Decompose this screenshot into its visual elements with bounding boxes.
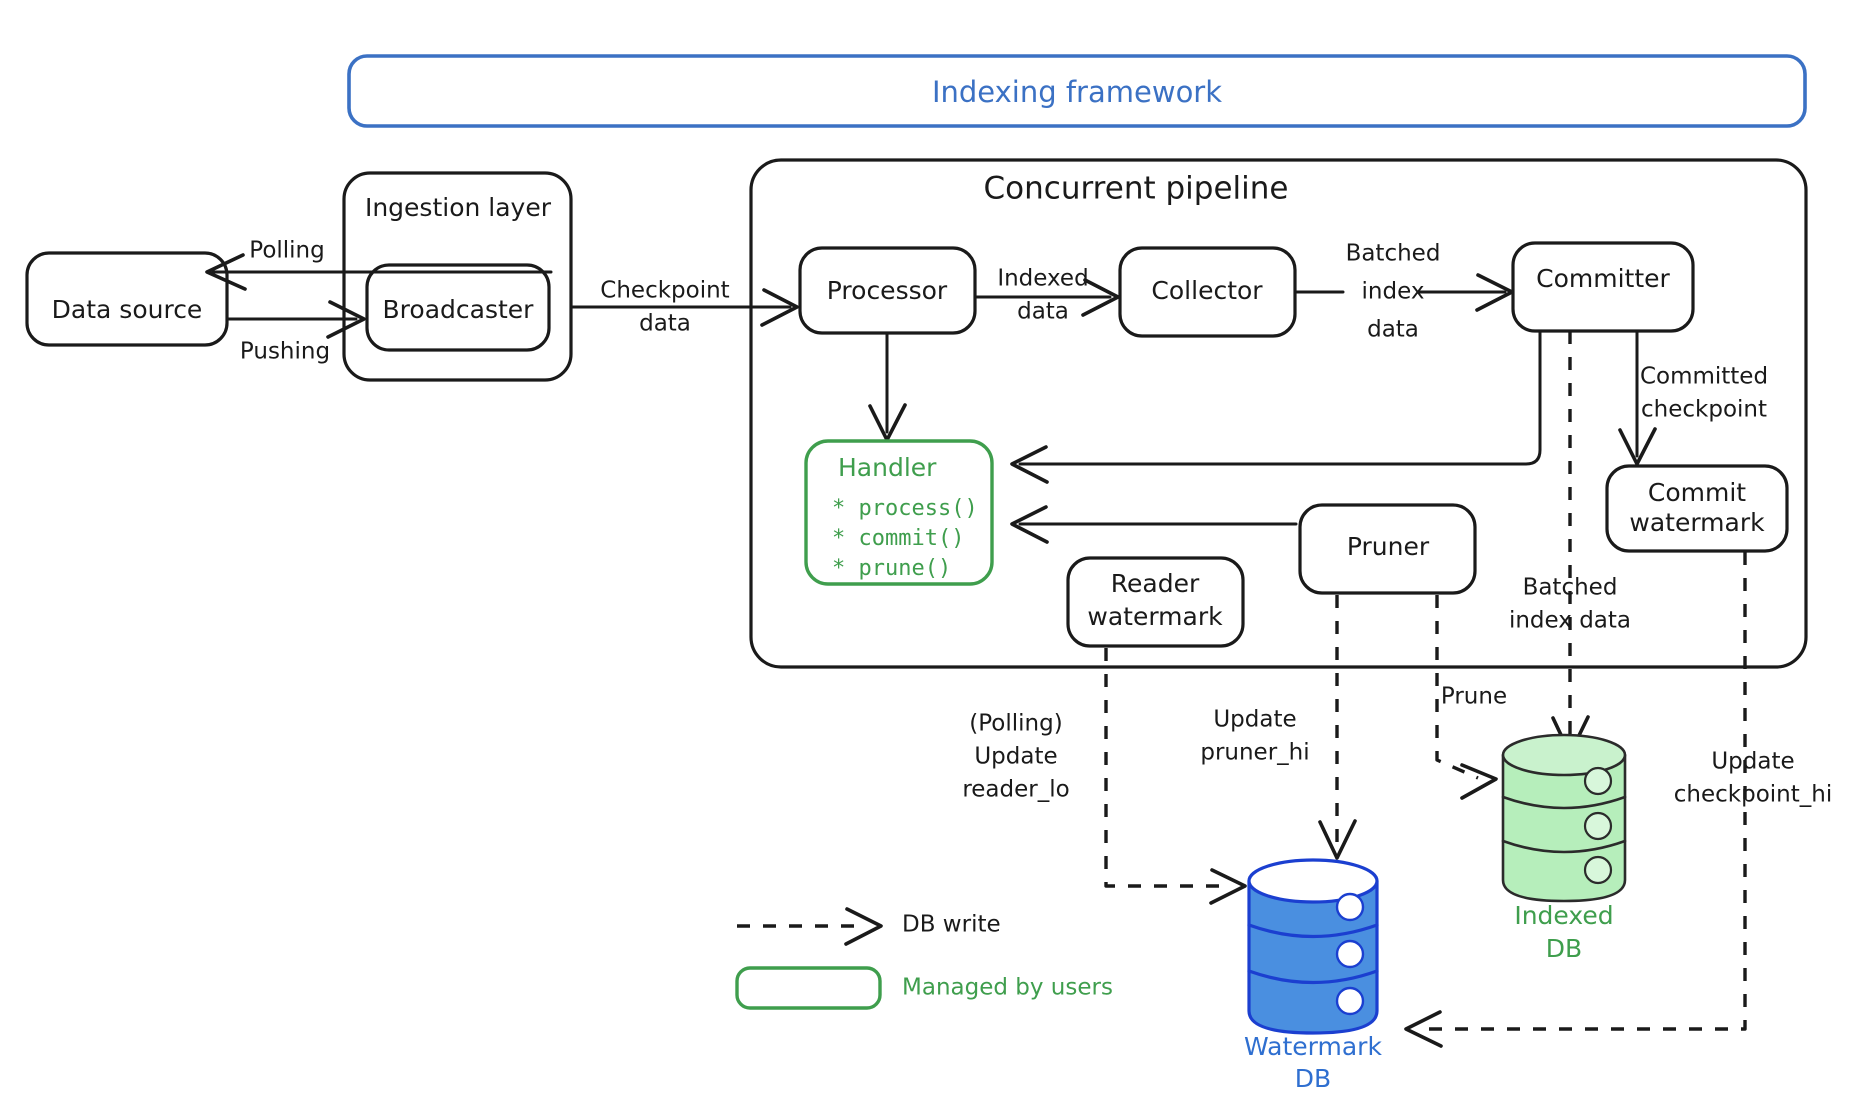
edge-label-indexed-1: Indexed — [997, 266, 1088, 292]
watermark-db-dot-1 — [1335, 892, 1365, 922]
edge-label-update-pruner-1: Update — [1213, 707, 1296, 733]
edge-label-batched-index-data-1: Batched — [1523, 575, 1618, 601]
node-collector[interactable]: Collector — [1118, 246, 1297, 338]
indexed-db-label-2: DB — [1546, 934, 1582, 963]
edge-label-batched-1: Batched — [1346, 241, 1441, 267]
edge-label-update-checkpoint-2: checkpoint_hi — [1674, 782, 1832, 808]
edge-label-checkpoint-1: Checkpoint — [600, 278, 729, 304]
commit-watermark-label-1: Commit — [1648, 478, 1746, 507]
reader-watermark-box[interactable] — [1066, 556, 1245, 648]
node-processor[interactable]: Processor — [798, 246, 977, 335]
edge-reader-lo-write: (Polling) Update reader_lo — [962, 648, 1247, 905]
edge-label-committed-1: Committed — [1640, 364, 1768, 390]
broadcaster-label: Broadcaster — [383, 295, 535, 324]
watermark-db-label-1: Watermark — [1244, 1032, 1382, 1061]
handler-box[interactable] — [804, 439, 994, 586]
handler-method-process: * process() — [832, 496, 978, 521]
broadcaster-box[interactable] — [365, 263, 551, 352]
edge-indexed-data: Indexed data — [974, 266, 1120, 325]
legend-managed-row: Managed by users — [735, 966, 1113, 1010]
node-broadcaster[interactable]: Broadcaster — [365, 263, 551, 352]
edge-label-indexed-2: data — [1017, 299, 1069, 325]
edge-label-polling-update-3: reader_lo — [962, 777, 1069, 803]
legend: DB write Managed by users — [735, 907, 1113, 1010]
edge-prune-write: Prune — [1435, 595, 1507, 800]
handler-method-commit: * commit() — [832, 526, 964, 551]
edge-label-polling: Polling — [249, 238, 324, 264]
edge-batched-index-data-to-db: Batched index data — [1509, 331, 1631, 756]
ingestion-layer-box — [342, 171, 573, 382]
indexed-db-dot-1 — [1583, 766, 1613, 796]
indexing-framework-label: Indexing framework — [932, 75, 1222, 109]
processor-label: Processor — [827, 276, 948, 305]
indexed-db-dot-2 — [1583, 811, 1613, 841]
indexing-framework-box — [347, 54, 1807, 128]
edge-checkpoint-hi-write: Update checkpoint_hi — [1404, 552, 1832, 1048]
data-source-box[interactable] — [25, 251, 229, 347]
edge-label-polling-update-2: Update — [974, 744, 1057, 770]
pruner-label: Pruner — [1347, 532, 1430, 561]
indexed-db-top — [1501, 733, 1627, 777]
edge-processor-to-handler — [868, 332, 907, 442]
edge-label-batched-index-data-2: index data — [1509, 608, 1631, 634]
legend-managed-label: Managed by users — [902, 975, 1113, 1001]
edge-committed-checkpoint: Committed checkpoint — [1618, 329, 1768, 466]
edge-label-update-checkpoint-1: Update — [1711, 749, 1794, 775]
edge-polling: Polling — [205, 238, 553, 291]
edge-label-committed-2: checkpoint — [1641, 397, 1767, 423]
collector-label: Collector — [1151, 276, 1263, 305]
edge-label-checkpoint-2: data — [639, 311, 691, 337]
edge-pruner-hi-write: Update pruner_hi — [1200, 595, 1357, 860]
committer-label: Committer — [1536, 264, 1670, 293]
node-reader-watermark[interactable]: Reader watermark — [1066, 556, 1245, 648]
watermark-db-dot-2 — [1335, 939, 1365, 969]
node-handler[interactable]: Handler * process() * commit() * prune() — [804, 439, 994, 586]
edge-checkpoint-data: Checkpoint data — [569, 278, 799, 337]
edge-pushing: Pushing — [225, 300, 366, 365]
node-pruner[interactable]: Pruner — [1298, 503, 1477, 595]
handler-method-prune: * prune() — [832, 556, 951, 581]
indexed-db-label-1: Indexed — [1514, 901, 1613, 930]
edge-label-batched-2: index — [1362, 279, 1425, 305]
legend-managed-swatch — [735, 966, 882, 1010]
ingestion-layer-label: Ingestion layer — [365, 193, 552, 222]
edge-pruner-to-handler — [1010, 505, 1298, 544]
concurrent-pipeline-group: Concurrent pipeline — [749, 158, 1808, 669]
node-commit-watermark[interactable]: Commit watermark — [1605, 464, 1789, 553]
concurrent-pipeline-label: Concurrent pipeline — [984, 171, 1289, 207]
database-indexed-db[interactable]: Indexed DB — [1501, 733, 1627, 963]
watermark-db-label-2: DB — [1295, 1064, 1331, 1093]
concurrent-pipeline-box — [749, 158, 1808, 669]
legend-db-write-row: DB write — [737, 907, 1001, 946]
reader-watermark-label-2: watermark — [1087, 602, 1223, 631]
watermark-db-top — [1247, 858, 1379, 904]
watermark-db-dot-3 — [1335, 986, 1365, 1016]
edge-committer-to-handler — [1010, 329, 1542, 484]
reader-watermark-label-1: Reader — [1111, 569, 1200, 598]
handler-title-label: Handler — [838, 453, 937, 482]
edge-label-batched-3: data — [1367, 317, 1419, 343]
node-committer[interactable]: Committer — [1511, 241, 1695, 333]
database-watermark-db[interactable]: Watermark DB — [1244, 858, 1382, 1093]
indexed-db-dot-3 — [1583, 855, 1613, 885]
commit-watermark-box[interactable] — [1605, 464, 1789, 553]
ingestion-layer-group: Ingestion layer — [342, 171, 573, 382]
node-data-source[interactable]: Data source — [25, 251, 229, 347]
committer-box[interactable] — [1511, 241, 1695, 333]
commit-watermark-label-2: watermark — [1629, 508, 1765, 537]
edge-label-prune: Prune — [1441, 684, 1507, 710]
data-source-label: Data source — [52, 295, 203, 324]
edge-batched-index-data: Batched index data — [1294, 241, 1514, 343]
edge-label-pushing: Pushing — [240, 339, 330, 365]
pruner-box[interactable] — [1298, 503, 1477, 595]
indexing-framework-banner: Indexing framework — [347, 54, 1807, 128]
edge-label-update-pruner-2: pruner_hi — [1200, 740, 1309, 766]
edge-label-polling-update-1: (Polling) — [969, 711, 1062, 737]
legend-db-write-label: DB write — [902, 912, 1001, 938]
